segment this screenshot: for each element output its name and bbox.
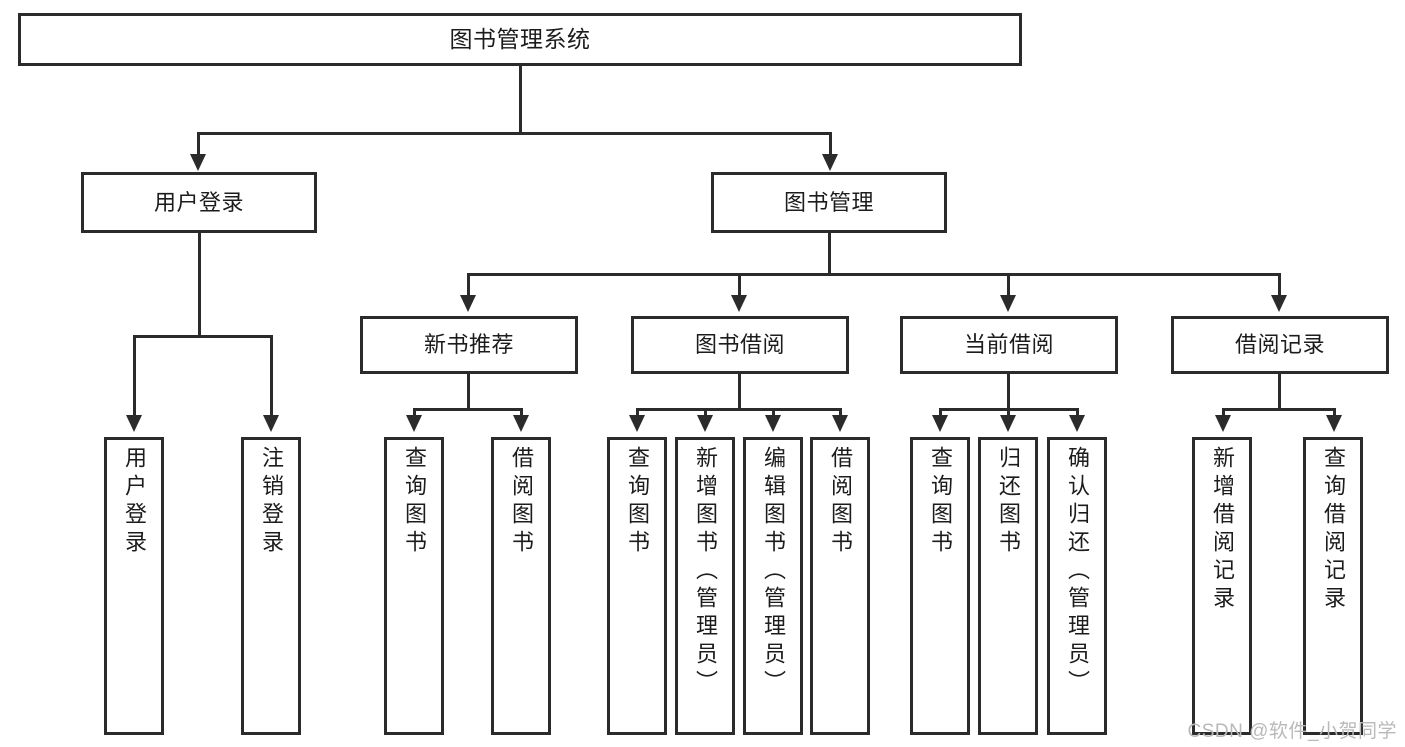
node-label: 归还图书 [996,446,1021,558]
node-label: 图书管理系统 [449,25,591,52]
connector-bb-to-leaf-3 [772,408,775,417]
arrow-bm-to-new-book [460,295,476,312]
connector-user-login-to-leaf-1 [133,335,136,417]
connector-bm-to-borrow-record [1278,273,1281,297]
connector-root-to-book-management [829,132,832,156]
arrow-br-to-leaf-2 [1326,415,1342,432]
node-label: 查询图书 [402,446,427,558]
arrow-nbr-to-leaf-1 [406,415,422,432]
arrow-cb-to-leaf-1 [932,415,948,432]
node-leaf-add-book[interactable]: 新增图书（管理员） [675,437,735,735]
connector-bb-stem [738,374,741,408]
connector-bb-to-leaf-1 [636,408,639,417]
node-leaf-confirm-return[interactable]: 确认归还（管理员） [1047,437,1107,735]
arrow-nbr-to-leaf-2 [513,415,529,432]
arrow-bb-to-leaf-2 [697,415,713,432]
node-label: 注销登录 [259,446,284,558]
node-label: 借阅图书 [828,446,853,558]
arrow-bm-to-borrow-record [1271,295,1287,312]
arrow-bm-to-current-borrow [1000,295,1016,312]
node-leaf-query-book-2[interactable]: 查询图书 [607,437,667,735]
node-label: 当前借阅 [963,332,1054,358]
node-leaf-query-record[interactable]: 查询借阅记录 [1303,437,1363,735]
connector-br-stem [1278,374,1281,408]
arrow-user-login-to-leaf-1 [126,415,142,432]
connector-nbr-to-leaf-1 [413,408,416,417]
connector-cb-to-leaf-2 [1007,408,1010,417]
connector-nbr-bus [413,408,523,411]
node-label: 借阅图书 [509,446,534,558]
connector-user-login-stem [198,233,201,335]
node-leaf-query-book-3[interactable]: 查询图书 [910,437,970,735]
connector-cb-to-leaf-1 [939,408,942,417]
node-leaf-borrow-book-2[interactable]: 借阅图书 [810,437,870,735]
connector-br-to-leaf-2 [1333,408,1336,417]
node-leaf-add-record[interactable]: 新增借阅记录 [1192,437,1252,735]
node-label: 图书管理 [783,189,874,215]
arrow-root-to-user-login [190,154,206,171]
node-label: 新增借阅记录 [1210,446,1235,614]
connector-nbr-stem [467,374,470,408]
connector-cb-to-leaf-3 [1076,408,1079,417]
connector-root-to-user-login [197,132,200,156]
connector-bb-to-leaf-2 [704,408,707,417]
node-label: 新书推荐 [423,332,514,358]
node-book-management[interactable]: 图书管理 [711,172,947,233]
node-user-login[interactable]: 用户登录 [81,172,317,233]
arrow-user-login-to-leaf-2 [263,415,279,432]
node-leaf-edit-book[interactable]: 编辑图书（管理员） [743,437,803,735]
node-borrow-record[interactable]: 借阅记录 [1171,316,1389,374]
node-leaf-query-book-1[interactable]: 查询图书 [384,437,444,735]
arrow-bb-to-leaf-3 [765,415,781,432]
arrow-cb-to-leaf-2 [1000,415,1016,432]
node-label: 查询借阅记录 [1321,446,1346,614]
connector-root-bus [197,132,832,135]
arrow-bb-to-leaf-4 [832,415,848,432]
connector-root-stem [519,66,522,132]
node-current-borrow[interactable]: 当前借阅 [900,316,1118,374]
node-label: 新增图书（管理员） [693,446,718,698]
node-label: 查询图书 [928,446,953,558]
node-label: 用户登录 [122,446,147,558]
connector-cb-stem [1007,374,1010,408]
connector-bm-to-book-borrow [738,273,741,297]
node-leaf-borrow-book-1[interactable]: 借阅图书 [491,437,551,735]
connector-bm-to-new-book [467,273,470,297]
node-book-borrow[interactable]: 图书借阅 [631,316,849,374]
node-leaf-user-login[interactable]: 用户登录 [104,437,164,735]
node-label: 图书借阅 [694,332,785,358]
node-label: 确认归还（管理员） [1065,446,1090,698]
node-new-book-recommend[interactable]: 新书推荐 [360,316,578,374]
connector-bm-to-current-borrow [1007,273,1010,297]
connector-nbr-to-leaf-2 [520,408,523,417]
node-leaf-return-book[interactable]: 归还图书 [978,437,1038,735]
node-label: 借阅记录 [1234,332,1325,358]
watermark-text: CSDN @软件_小贺同学 [1187,721,1397,742]
connector-user-login-bus [133,335,273,338]
node-root-system[interactable]: 图书管理系统 [18,13,1022,66]
node-label: 编辑图书（管理员） [761,446,786,698]
arrow-root-to-book-management [822,154,838,171]
arrow-bb-to-leaf-1 [629,415,645,432]
connector-br-bus [1222,408,1336,411]
connector-br-to-leaf-1 [1222,408,1225,417]
arrow-cb-to-leaf-3 [1069,415,1085,432]
arrow-bm-to-book-borrow [731,295,747,312]
node-leaf-user-logout[interactable]: 注销登录 [241,437,301,735]
node-label: 查询图书 [625,446,650,558]
node-label: 用户登录 [153,189,244,215]
connector-user-login-to-leaf-2 [270,335,273,417]
connector-book-management-stem [828,233,831,273]
connector-bb-bus [636,408,842,411]
arrow-br-to-leaf-1 [1215,415,1231,432]
connector-book-management-bus [467,273,1281,276]
connector-bb-to-leaf-4 [839,408,842,417]
